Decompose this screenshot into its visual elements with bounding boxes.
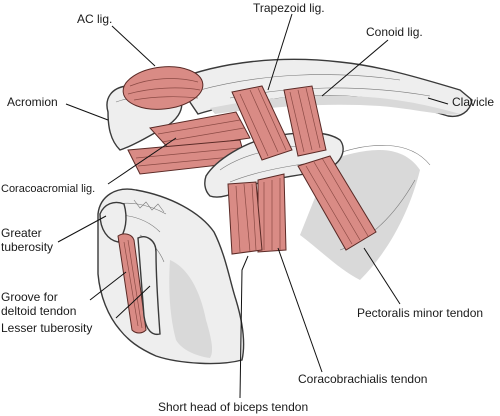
pectoralis-minor-tendon — [297, 155, 377, 251]
leader-greater-tuberosity — [57, 215, 107, 243]
label-biceps-short-head: Short head of biceps tendon — [158, 400, 309, 414]
clavicle-shading — [210, 95, 460, 115]
coracoacromial-ligament — [149, 111, 251, 151]
leader-lesser-tuberosity — [115, 285, 151, 319]
leader-trapezoid-lig — [267, 13, 293, 91]
label-pectoralis-minor: Pectoralis minor tendon — [357, 306, 484, 320]
leader-ac-lig — [111, 25, 156, 67]
leader-coracobrachialis — [277, 247, 323, 373]
label-acromion: Acromion — [7, 95, 58, 109]
leader-acromion — [65, 103, 109, 121]
label-coracoacromial-lig: Coracoacromial lig. — [1, 183, 96, 195]
leader-pectoralis-minor — [363, 247, 401, 305]
leader-biceps-short-head — [239, 255, 249, 399]
humeral-shading — [169, 260, 213, 358]
label-groove-line2: deltoid tendon — [1, 304, 77, 318]
label-lesser-tuberosity: Lesser tuberosity — [1, 321, 93, 335]
label-coracobrachialis: Coracobrachialis tendon — [298, 372, 428, 386]
label-greater-tuberosity-line1: Greater — [1, 226, 42, 240]
label-clavicle: Clavicle — [452, 95, 495, 109]
label-groove: Groove for deltoid tendon — [1, 290, 76, 318]
label-greater-tuberosity-line2: tuberosity — [1, 240, 54, 254]
leader-coracoacromial-lig — [107, 137, 177, 185]
label-conoid-lig: Conoid lig. — [366, 25, 423, 39]
lesser-tuberosity — [137, 236, 161, 336]
label-ac-lig: AC lig. — [77, 12, 113, 26]
label-groove-line1: Groove for — [1, 290, 58, 304]
label-trapezoid-lig: Trapezoid lig. — [253, 1, 325, 15]
leader-groove — [89, 271, 127, 301]
leader-conoid-lig — [321, 39, 389, 97]
trapezoid-ligament — [231, 85, 293, 161]
label-greater-tuberosity: Greater tuberosity — [1, 226, 53, 254]
leader-clavicle — [427, 97, 449, 105]
greater-tuberosity — [99, 201, 127, 243]
